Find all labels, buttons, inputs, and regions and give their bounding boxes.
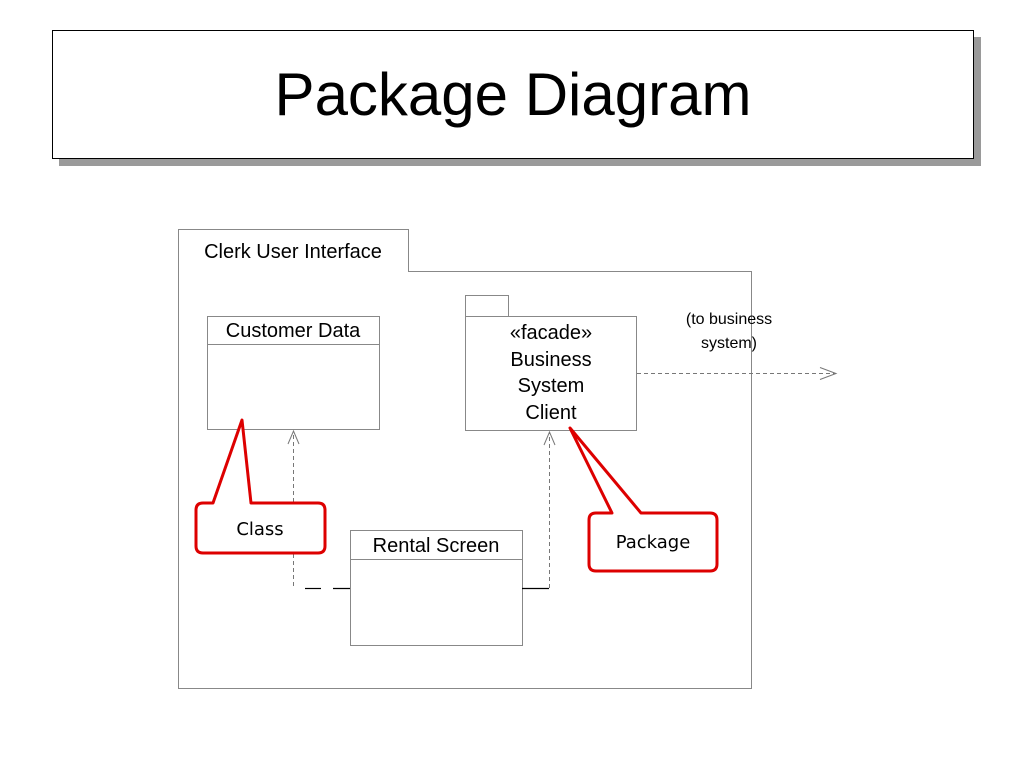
class-customer-data: Customer Data <box>207 316 380 430</box>
arrowhead-external <box>819 367 838 380</box>
dependency-rental-to-facade <box>522 430 556 590</box>
external-note-line2: system) <box>701 335 757 352</box>
arrowhead-facade <box>543 430 556 446</box>
class-customer-data-label: Customer Data <box>226 320 361 342</box>
callout-class-shape <box>194 418 327 555</box>
callout-package-label: Package <box>616 532 691 553</box>
class-customer-data-box <box>207 316 380 430</box>
title-box: Package Diagram <box>52 30 974 159</box>
outer-package-label: Clerk User Interface <box>204 241 382 263</box>
facade-line-system: System <box>518 375 585 397</box>
class-rental-screen-box <box>350 530 523 646</box>
class-rental-screen-label: Rental Screen <box>373 535 500 557</box>
callout-package: Package <box>568 426 719 573</box>
class-rental-screen: Rental Screen <box>350 530 523 646</box>
callout-class-label: Class <box>236 519 283 540</box>
facade-line-business: Business <box>510 349 591 371</box>
facade-package-body <box>465 316 637 431</box>
facade-stereotype: «facade» <box>510 322 592 344</box>
external-note-line1: (to business <box>686 311 772 328</box>
outer-package-tab <box>178 229 409 272</box>
callout-class: Class <box>194 418 327 555</box>
arrowhead-customer-data <box>287 429 300 445</box>
dependency-to-business-system: (to business system) <box>637 311 838 380</box>
callout-package-shape <box>568 426 719 573</box>
package-business-system-client: «facade» Business System Client <box>465 295 637 431</box>
facade-package-tab <box>465 295 509 317</box>
page-title: Package Diagram <box>274 60 752 128</box>
facade-line-client: Client <box>525 402 577 424</box>
